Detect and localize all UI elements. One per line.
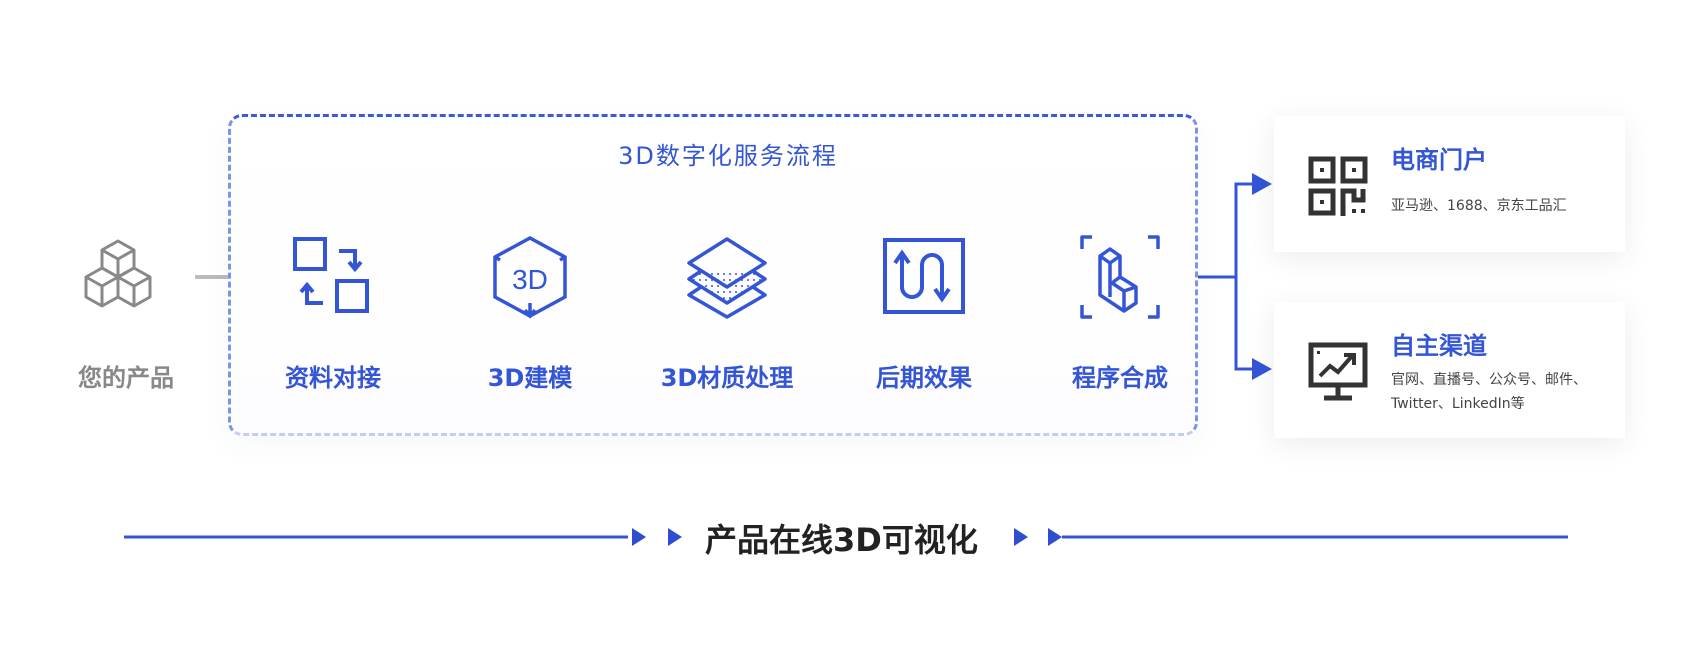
step-label: 程序合成 [1072, 364, 1168, 392]
chart-monitor-icon [1308, 342, 1368, 401]
step-label: 后期效果 [876, 364, 972, 392]
exchange-icon [293, 237, 369, 313]
bottom-loop [123, 418, 1569, 546]
result-label: 产品在线3D可视化 [705, 521, 978, 559]
step-label: 资料对接 [285, 364, 381, 392]
process-title: 3D数字化服务流程 [618, 142, 838, 170]
qr-code-icon [1308, 156, 1368, 216]
product-cubes-icon [84, 239, 152, 308]
layers-icon [687, 237, 767, 319]
wave-arrows-icon [883, 238, 965, 314]
source-label: 您的产品 [78, 364, 174, 392]
channel-desc: 官网、直播号、公众号、邮件、Twitter、LinkedIn等 [1391, 372, 1587, 412]
channel-desc: 亚马逊、1688、京东工品汇 [1391, 198, 1567, 214]
channel-card-own: 自主渠道 官网、直播号、公众号、邮件、Twitter、LinkedIn等 [1274, 302, 1625, 438]
channel-title: 自主渠道 [1391, 332, 1487, 360]
svg-text:3D: 3D [512, 264, 548, 295]
channel-card-ecommerce: 电商门户 亚马逊、1688、京东工品汇 [1274, 116, 1625, 252]
3d-model-icon: 3D [493, 236, 567, 319]
channel-title: 电商门户 [1391, 146, 1487, 174]
step-label: 3D建模 [487, 364, 573, 392]
step-label: 3D材质处理 [660, 364, 794, 392]
cubes-frame-icon [1080, 235, 1160, 319]
branch-arrows [1198, 173, 1272, 380]
